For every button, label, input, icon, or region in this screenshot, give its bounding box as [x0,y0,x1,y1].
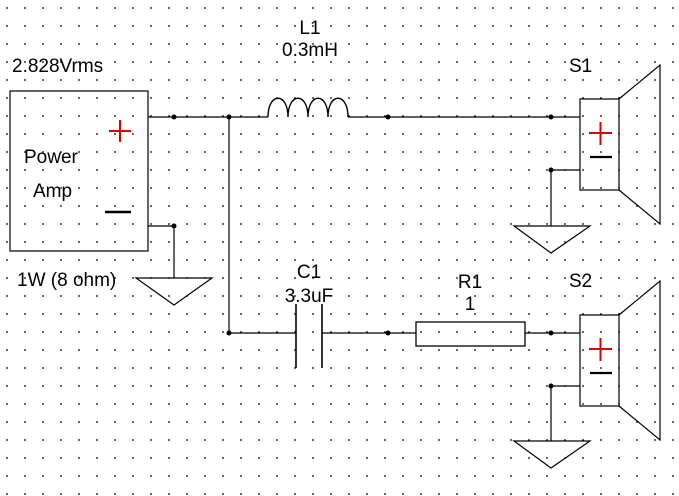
resistor-ref-label: R1 [457,272,483,293]
inductor-ref-label: L1 [299,18,321,39]
grid-dots [6,7,674,495]
s1-ground-icon [512,225,592,254]
inductor-value-label: 0.3mH [282,40,338,61]
power-amp-box[interactable] [9,90,149,252]
speaker-s2-cone [618,279,661,442]
amp-name-line1: Power [24,147,78,168]
inductor-l1-coil[interactable] [267,97,349,118]
amp-ground-icon [134,277,214,306]
junction-dots [171,114,554,389]
resistor-r1-body[interactable] [415,321,526,347]
amp-name-line2: Amp [33,181,73,202]
s2-ground-icon [512,440,592,469]
speaker-s2-label: S2 [569,271,593,292]
amp-plus-icon [109,120,131,142]
s2-plus-icon [589,338,612,361]
speaker-s2-magnet[interactable] [579,314,620,407]
speaker-s1-magnet[interactable] [579,98,620,191]
resistor-value-label: 1 [464,294,476,315]
speaker-s1-label: S1 [569,56,593,77]
amp-power-label: 1W (8 ohm) [17,270,117,291]
amp-voltage-label: 2.828Vrms [12,56,104,77]
s1-plus-icon [589,122,612,145]
capacitor-value-label: 3.3uF [284,286,334,307]
speaker-s1-cone [618,63,661,226]
capacitor-ref-label: C1 [296,262,322,283]
